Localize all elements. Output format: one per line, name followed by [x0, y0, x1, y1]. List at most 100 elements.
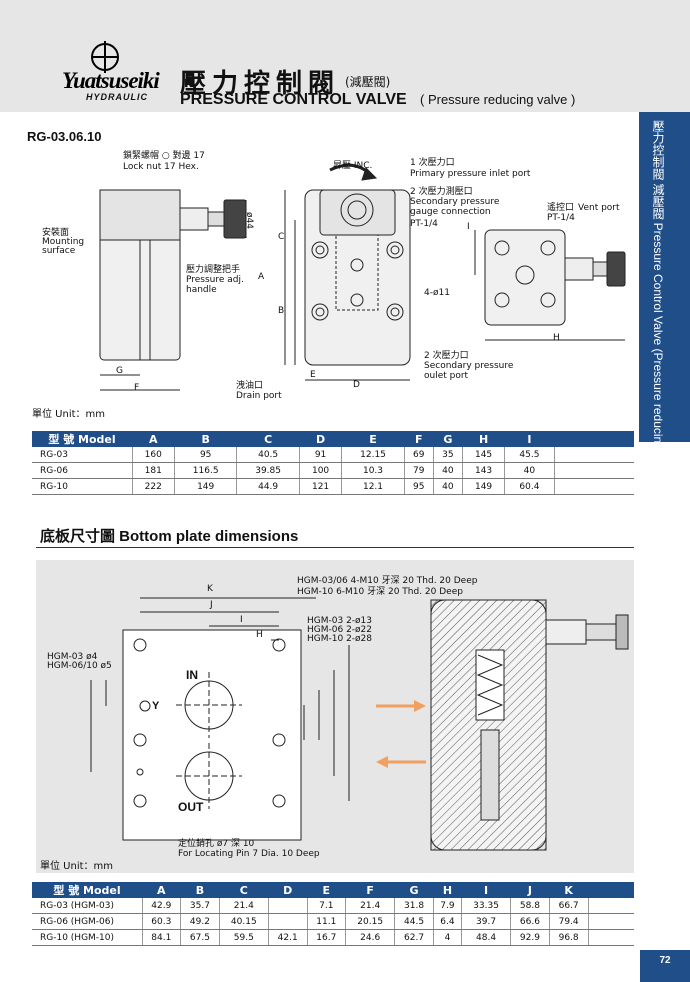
phi44-label: ø44	[244, 212, 254, 229]
dim-h-plate-label: H	[256, 630, 263, 640]
handle-label-zh: 壓力調整把手	[186, 265, 241, 275]
dim-h-label: H	[553, 333, 560, 343]
cell: 12.1	[341, 478, 405, 495]
model-title: RG-03.06.10	[27, 129, 102, 144]
dim-d-label: D	[353, 380, 360, 390]
cell: 40	[504, 462, 555, 479]
table-row: RG-06 (HGM-06) 60.3 49.2 40.15 11.1 20.1…	[32, 913, 634, 930]
gauge-port-zh: 2 次壓力測壓口	[410, 187, 473, 197]
cell: 40	[433, 462, 463, 479]
t1-header-a: A	[132, 431, 175, 447]
gauge-port-en1: Secondary pressure	[410, 197, 500, 207]
side-view	[99, 189, 247, 391]
dim-c-label: C	[278, 232, 285, 242]
secondary-port-en1: Secondary pressure	[424, 361, 514, 371]
cell: 16.7	[307, 929, 347, 946]
table-row: RG-03 (HGM-03) 42.9 35.7 21.4 7.1 21.4 3…	[32, 898, 634, 914]
cell: 100	[299, 462, 343, 479]
cell: 44.5	[394, 913, 434, 930]
t1-header-h: H	[462, 431, 505, 447]
valve-drawing	[99, 163, 626, 391]
t2-header-c: C	[219, 882, 269, 898]
cell: 149	[462, 478, 506, 495]
gauge-port-en2: gauge connection	[410, 207, 491, 217]
cell: RG-10	[32, 478, 133, 495]
mounting-label-en1: Mounting	[42, 237, 85, 247]
side-tab-label: 壓力控制閥 減壓閥 Pressure Control Valve (Pressu…	[651, 120, 665, 486]
cell: 35	[433, 447, 463, 463]
secondary-port-zh: 2 次壓力口	[424, 351, 469, 361]
t2-header-k: K	[549, 882, 588, 898]
cell: 44.9	[236, 478, 300, 495]
page-title-zh: 壓力控制閥	[180, 69, 341, 99]
cell: 6.4	[433, 913, 463, 930]
vent-port-en: Vent port	[578, 203, 620, 213]
spec-table-rg: 型 號 Model A B C D E F G H I RG-03 160 95…	[32, 431, 634, 495]
page-title-en: PRESSURE CONTROL VALVE	[180, 91, 407, 108]
t1-header-g: G	[433, 431, 463, 447]
cell: 66.7	[549, 898, 589, 914]
dim-e-label: E	[310, 370, 316, 380]
dim-f-label: F	[134, 383, 140, 393]
cell: 11.1	[307, 913, 347, 930]
front-view	[284, 163, 411, 381]
mounting-label-zh: 安裝面	[42, 228, 70, 238]
cell: RG-03 (HGM-03)	[32, 898, 143, 914]
t2-header-f: F	[345, 882, 395, 898]
cell: 91	[299, 447, 343, 463]
thread-label-2: HGM-10 6-M10 牙深 20 Thd. 20 Deep	[297, 587, 463, 597]
t2-header-g: G	[394, 882, 434, 898]
brand-sub: HYDRAULIC	[86, 92, 148, 102]
table-row: RG-10 222 149 44.9 121 12.1 95 40 149 60…	[32, 478, 634, 495]
cell: 21.4	[345, 898, 396, 914]
handle-label-en2: handle	[186, 285, 217, 295]
t1-header-c: C	[236, 431, 300, 447]
drain-label-zh: 洩油口	[236, 381, 264, 391]
t1-header-b: B	[174, 431, 237, 447]
cell	[588, 898, 634, 914]
t2-header-b: B	[180, 882, 220, 898]
cell: 12.15	[341, 447, 405, 463]
port-size-label-3: HGM-10 2-ø28	[307, 634, 372, 644]
t1-header-i: I	[504, 431, 554, 447]
table-row: RG-10 (HGM-10) 84.1 67.5 59.5 42.1 16.7 …	[32, 929, 634, 946]
cell: 20.15	[345, 913, 396, 930]
handle-label-en1: Pressure adj.	[186, 275, 244, 285]
section-divider	[36, 547, 634, 548]
cell: 95	[404, 478, 434, 495]
cell: 149	[174, 478, 238, 495]
cell: 40.5	[236, 447, 300, 463]
lock-nut-label-zh: 鎖緊螺帽 ○ 對邊 17	[123, 151, 205, 161]
cell: 69	[404, 447, 434, 463]
cell: 24.6	[345, 929, 396, 946]
cell	[268, 913, 308, 930]
cell: 181	[132, 462, 175, 479]
cell: 84.1	[142, 929, 182, 946]
t1-header-e: E	[341, 431, 405, 447]
cell: 116.5	[174, 462, 238, 479]
holes-label: 4-ø11	[424, 288, 450, 298]
cell: 92.9	[510, 929, 550, 946]
dim-y-label: Y	[152, 700, 160, 712]
cell: 222	[132, 478, 175, 495]
cell: RG-10 (HGM-10)	[32, 929, 143, 946]
cell: 121	[299, 478, 343, 495]
cell: 45.5	[504, 447, 555, 463]
cell	[554, 447, 634, 463]
t2-header-d: D	[268, 882, 307, 898]
unit-label-1: 單位 Unit：mm	[32, 409, 106, 420]
cell	[554, 462, 634, 479]
cell: 58.8	[510, 898, 550, 914]
cell: 95	[174, 447, 238, 463]
flow-arrows	[376, 700, 426, 768]
cell: 40.15	[219, 913, 269, 930]
cell: 42.9	[142, 898, 182, 914]
cell	[588, 913, 634, 930]
drain-label-en: Drain port	[236, 391, 282, 401]
spec-table-hgm: 型 號 Model A B C D E F G H I J K RG-03 (H…	[32, 882, 634, 946]
t1-header-d: D	[299, 431, 342, 447]
locating-label-zh: 定位銷孔 ø7 深 10	[178, 839, 255, 849]
table-row: RG-06 181 116.5 39.85 100 10.3 79 40 143…	[32, 462, 634, 479]
cell: 31.8	[394, 898, 434, 914]
dim-g-label: G	[116, 366, 123, 376]
